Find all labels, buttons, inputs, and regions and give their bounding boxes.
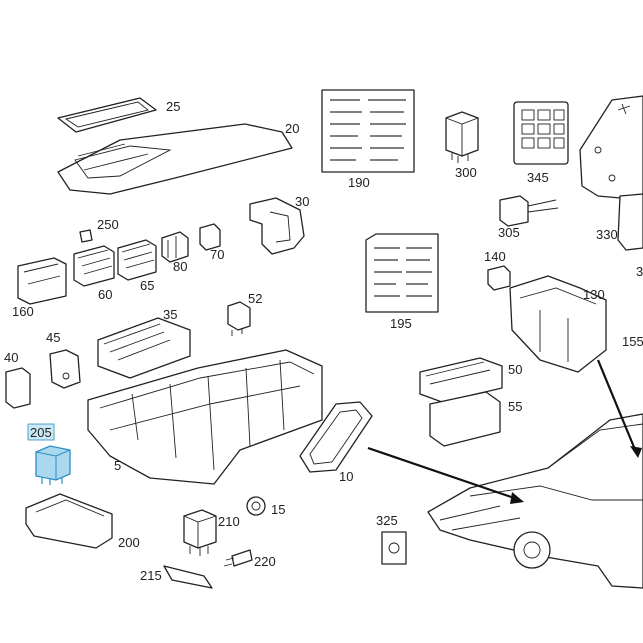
part-60-fuse-block[interactable] [73,245,115,287]
part-80-fuse-holder[interactable] [161,231,189,263]
callout-155: 155 [622,334,643,349]
part-65-fuse-block[interactable] [117,239,157,281]
callout-10: 10 [339,469,353,484]
part-210-relay[interactable] [183,509,217,556]
callout-205-highlight [27,423,55,441]
pointer-arrows [367,359,642,504]
part-35-relay-box[interactable] [97,317,191,379]
callout-300: 300 [455,165,477,180]
part-325-plate[interactable] [381,531,407,565]
callout-80: 80 [173,259,187,274]
part-345-switch-panel[interactable] [513,101,569,165]
callout-220: 220 [254,554,276,569]
part-50-relay-carrier[interactable] [419,357,503,403]
part-220-screw[interactable] [223,549,253,567]
part-250-fuse[interactable] [79,229,93,243]
callout-65: 65 [140,278,154,293]
part-205-relay-highlighted[interactable] [35,445,71,485]
callout-325: 325 [376,513,398,528]
callout-345: 345 [527,170,549,185]
part-300-relay[interactable] [445,111,479,163]
part-160-relay-carrier[interactable] [17,257,67,305]
callout-3: 3 [636,264,643,279]
callout-30: 30 [295,194,309,209]
callout-35: 35 [163,307,177,322]
callout-200: 200 [118,535,140,550]
callout-25: 25 [166,99,180,114]
part-45-relay[interactable] [49,349,81,389]
callout-140: 140 [484,249,506,264]
part-305-relay[interactable] [499,195,559,227]
callout-50: 50 [508,362,522,377]
callout-20: 20 [285,121,299,136]
callout-190: 190 [348,175,370,190]
part-215-plate[interactable] [163,565,213,589]
callout-250: 250 [97,217,119,232]
callout-195: 195 [390,316,412,331]
callout-205: 205 [30,425,52,440]
callout-210: 210 [218,514,240,529]
callout-5: 5 [114,458,121,473]
part-190-label-sheet[interactable] [321,89,415,173]
part-10-seal[interactable] [299,401,373,473]
callout-215: 215 [140,568,162,583]
callout-45: 45 [46,330,60,345]
part-330-bracket[interactable] [617,193,643,251]
part-55-cover[interactable] [429,391,501,447]
callout-40: 40 [4,350,18,365]
callout-60: 60 [98,287,112,302]
part-40-relay[interactable] [5,367,31,409]
part-70-connector[interactable] [199,223,221,251]
part-130-module-housing[interactable] [509,275,607,373]
part-195-label-sheet[interactable] [365,233,439,313]
callout-305: 305 [498,225,520,240]
callout-55: 55 [508,399,522,414]
part-15-grommet[interactable] [246,496,266,516]
callout-330: 330 [596,227,618,242]
callout-160: 160 [12,304,34,319]
callout-labels: 25 20 190 300 345 30 250 305 330 80 70 1… [4,99,643,583]
callout-15: 15 [271,502,285,517]
part-bracket-right[interactable] [579,95,643,201]
part-25-cover[interactable] [57,97,157,133]
part-20-fuse-box-housing[interactable] [57,123,293,195]
callout-70: 70 [210,247,224,262]
vehicle-outline [427,413,643,589]
part-200-base-plate[interactable] [25,493,113,549]
part-5-main-relay-box[interactable] [87,349,323,485]
part-52-relay[interactable] [227,301,251,336]
part-140-connector[interactable] [487,265,511,291]
callout-52: 52 [248,291,262,306]
part-30-bracket[interactable] [249,197,305,255]
callout-130: 130 [583,287,605,302]
